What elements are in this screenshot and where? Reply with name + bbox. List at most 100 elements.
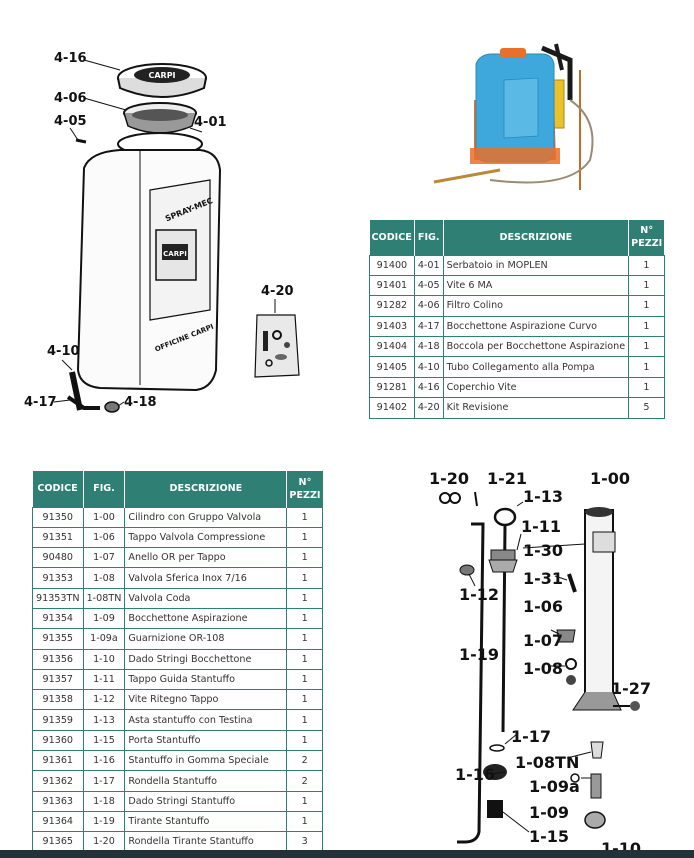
description-cell: Coperchio Vite <box>442 376 630 399</box>
description-cell: Bocchettone Aspirazione Curvo <box>442 315 630 338</box>
fig-cell: 1-15 <box>82 729 126 752</box>
callout-label: 1-27 <box>611 679 651 698</box>
header-desc: DESCRIZIONE <box>124 471 288 507</box>
callout-label: 1-11 <box>521 517 561 536</box>
callout-label: 1-21 <box>487 469 527 488</box>
sprayer-photo <box>433 43 594 190</box>
fig-cell: 4-10 <box>413 356 444 378</box>
part-code-cell: 91355 <box>32 628 84 650</box>
fig-cell: 1-09a <box>82 628 126 650</box>
piston-holder-part <box>487 800 503 818</box>
table-header-row: CODICE FIG. DESCRIZIONE N°PEZZI <box>369 220 665 255</box>
valve-cap-part <box>556 629 576 643</box>
quantity-cell: 1 <box>628 274 665 297</box>
header-code: CODICE <box>369 220 415 255</box>
bolt-part <box>567 573 577 593</box>
callout-label: 1-30 <box>523 541 563 560</box>
fig-cell: 1-11 <box>82 668 126 691</box>
fig-cell: 1-06 <box>82 526 126 549</box>
part-code-cell: 91357 <box>32 668 84 691</box>
fig-cell: 1-18 <box>82 790 126 812</box>
quantity-cell: 1 <box>628 295 665 317</box>
quantity-cell: 1 <box>286 506 323 528</box>
fig-cell: 1-13 <box>82 709 126 731</box>
fig-cell: 1-07 <box>82 547 126 569</box>
callout-label: 1-16 <box>455 765 495 784</box>
callout-label: 1-08TN <box>515 753 579 772</box>
o-ring-part <box>565 658 577 670</box>
callout-label: 1-09 <box>529 803 569 822</box>
description-cell: Tappo Valvola Compressione <box>124 526 288 549</box>
fig-cell: 1-16 <box>82 750 126 772</box>
part-code-cell: 91282 <box>369 295 415 317</box>
callout-label: 1-17 <box>511 727 551 746</box>
ball-valve-part <box>566 675 576 685</box>
part-code-cell: 90480 <box>32 547 84 569</box>
description-cell: Tubo Collegamento alla Pompa <box>442 356 630 378</box>
description-cell: Serbatoio in MOPLEN <box>442 254 630 276</box>
description-cell: Valvola Coda <box>124 587 288 609</box>
description-cell: Tirante Stantuffo <box>124 810 288 833</box>
description-cell: Dado Stringi Bocchettone <box>124 648 288 670</box>
description-cell: Vite 6 MA <box>442 274 630 297</box>
quantity-cell: 1 <box>628 254 665 276</box>
callout-label: 1-07 <box>523 631 563 650</box>
quantity-cell: 1 <box>286 709 323 731</box>
quantity-cell: 1 <box>286 689 323 711</box>
part-code-cell: 91361 <box>32 750 84 772</box>
quantity-cell: 1 <box>286 790 323 812</box>
callout-label: 4-17 <box>24 395 57 410</box>
fig-cell: 4-17 <box>413 315 444 338</box>
header-desc: DESCRIZIONE <box>443 220 630 255</box>
fig-cell: 1-20 <box>82 831 126 853</box>
part-code-cell: 91353 <box>32 567 84 589</box>
part-code-cell: 91400 <box>369 254 415 276</box>
filter-part <box>123 102 197 134</box>
piston-rod-part <box>488 507 518 733</box>
washer-part <box>489 744 505 752</box>
part-code-cell: 91360 <box>32 729 84 752</box>
description-cell: Kit Revisione <box>442 397 630 419</box>
header-code: CODICE <box>32 471 84 507</box>
description-cell: Rondella Tirante Stantuffo <box>124 831 288 853</box>
description-cell: Vite Ritegno Tappo <box>124 689 288 711</box>
fig-cell: 4-05 <box>413 274 444 297</box>
callout-label: 4-18 <box>124 395 157 410</box>
part-code-cell: 91402 <box>369 397 415 419</box>
fig-cell: 1-08 <box>82 567 126 589</box>
fig-cell: 4-06 <box>413 295 444 317</box>
cylinder-part <box>572 507 640 711</box>
header-qty: N°PEZZI <box>286 471 323 507</box>
description-cell: Filtro Colino <box>442 295 630 317</box>
part-code-cell: 91281 <box>369 376 415 399</box>
part-code-cell: 91363 <box>32 790 84 812</box>
quantity-cell: 1 <box>628 356 665 378</box>
elbow-part <box>66 395 100 410</box>
quantity-cell: 2 <box>286 770 323 792</box>
part-code-cell: 91364 <box>32 810 84 833</box>
tank-body: CARPI SPRAY-MEC OFFICINE CARPI <box>76 132 222 392</box>
quantity-cell: 1 <box>286 648 323 670</box>
quantity-cell: 1 <box>286 567 323 589</box>
part-code-cell: 91351 <box>32 526 84 549</box>
description-cell: Cilindro con Gruppo Valvola <box>124 506 288 528</box>
quantity-cell: 1 <box>286 729 323 752</box>
quantity-cell: 2 <box>286 750 323 772</box>
description-cell: Stantuffo in Gomma Speciale <box>124 750 288 772</box>
